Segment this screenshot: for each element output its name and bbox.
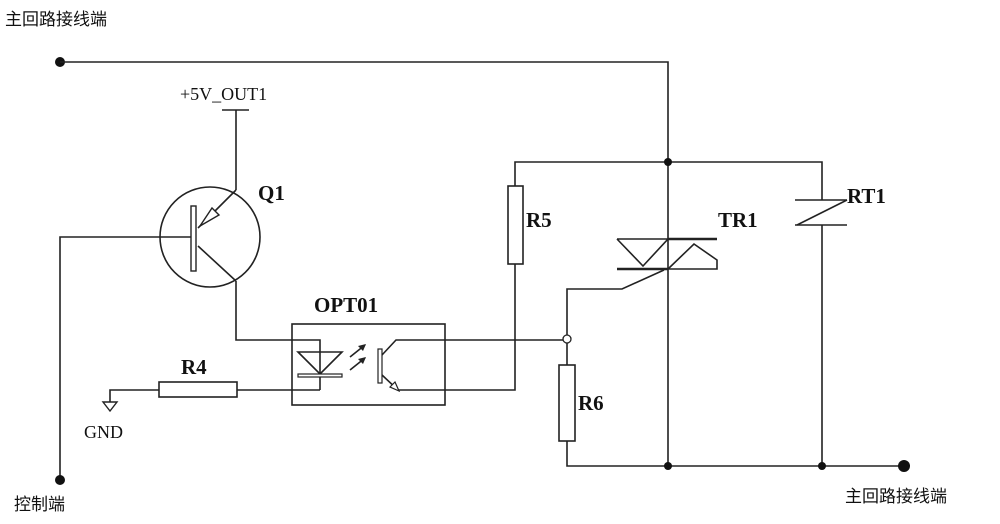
r4-resistor: [103, 382, 320, 411]
gnd-label: GND: [84, 422, 123, 442]
r6-label: R6: [578, 391, 604, 415]
supply-label: +5V_OUT1: [180, 84, 267, 104]
tr1-label: TR1: [718, 208, 758, 232]
thermistor-rt1: [795, 200, 847, 225]
ground-icon: [103, 402, 117, 411]
main-wires: [55, 57, 910, 472]
rt1-label: RT1: [847, 184, 886, 208]
r4-label: R4: [181, 355, 207, 379]
r6-resistor: [559, 270, 664, 441]
opto-label: OPT01: [314, 293, 378, 317]
r5-resistor: [508, 186, 523, 264]
triac-tr1: [617, 239, 717, 269]
r5-label: R5: [526, 208, 552, 232]
junction-node: [563, 335, 571, 343]
q1-label: Q1: [258, 181, 285, 205]
optocoupler: [292, 264, 563, 405]
main-terminal-bottom-label: 主回路接线端: [845, 487, 947, 507]
main-terminal-top-label: 主回路接线端: [5, 10, 107, 30]
control-terminal-label: 控制端: [14, 495, 65, 515]
